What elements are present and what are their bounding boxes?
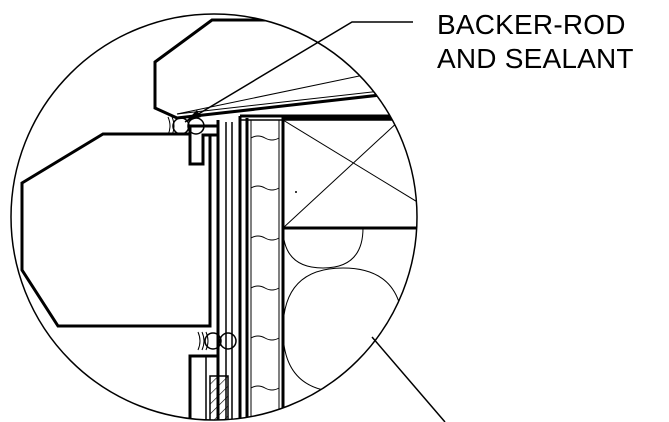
stud-upper-diag-2 (282, 119, 401, 229)
stud-upper-diag-1 (282, 119, 417, 229)
sealant-top-arc-2 (171, 116, 175, 136)
main-block (20, 132, 212, 328)
insulation-wave-5 (250, 335, 280, 341)
callout-leader-line (184, 21, 413, 123)
backer-rod-bottom-left (204, 332, 222, 350)
sealant-top-arc-1 (167, 116, 171, 136)
backer-rod-bottom-right (219, 332, 237, 350)
center-dot (295, 191, 297, 193)
callout-arrowhead (185, 110, 201, 122)
insulation-wave-1 (250, 135, 280, 141)
insulation-wave-6 (250, 385, 280, 391)
callout-label-line-1: BACKER-ROD (437, 9, 626, 40)
sealant-bottom-arc-2 (201, 331, 205, 351)
detail-circle (10, 13, 418, 421)
section-leader-line (371, 336, 446, 422)
sealant-bottom-arc-1 (197, 331, 201, 351)
stud-upper (281, 116, 417, 230)
batt-curve-3 (282, 329, 344, 393)
backer-rod-top-left (172, 117, 190, 135)
insulation-wave-3 (250, 235, 280, 241)
upper-block (153, 18, 417, 120)
insulation-wave-4 (250, 285, 280, 291)
batt-curve-2 (282, 267, 404, 331)
batt-curve-1 (282, 227, 364, 269)
lower-sill (188, 354, 218, 420)
hatched-shim (209, 375, 229, 420)
insulation-wave-2 (250, 185, 280, 191)
callout-label-line-2: AND SEALANT (437, 43, 634, 74)
callout-label: BACKER-ROD AND SEALANT (437, 8, 634, 76)
detail-contents (20, 18, 417, 420)
sealant-bottom-arc-3 (205, 331, 209, 351)
